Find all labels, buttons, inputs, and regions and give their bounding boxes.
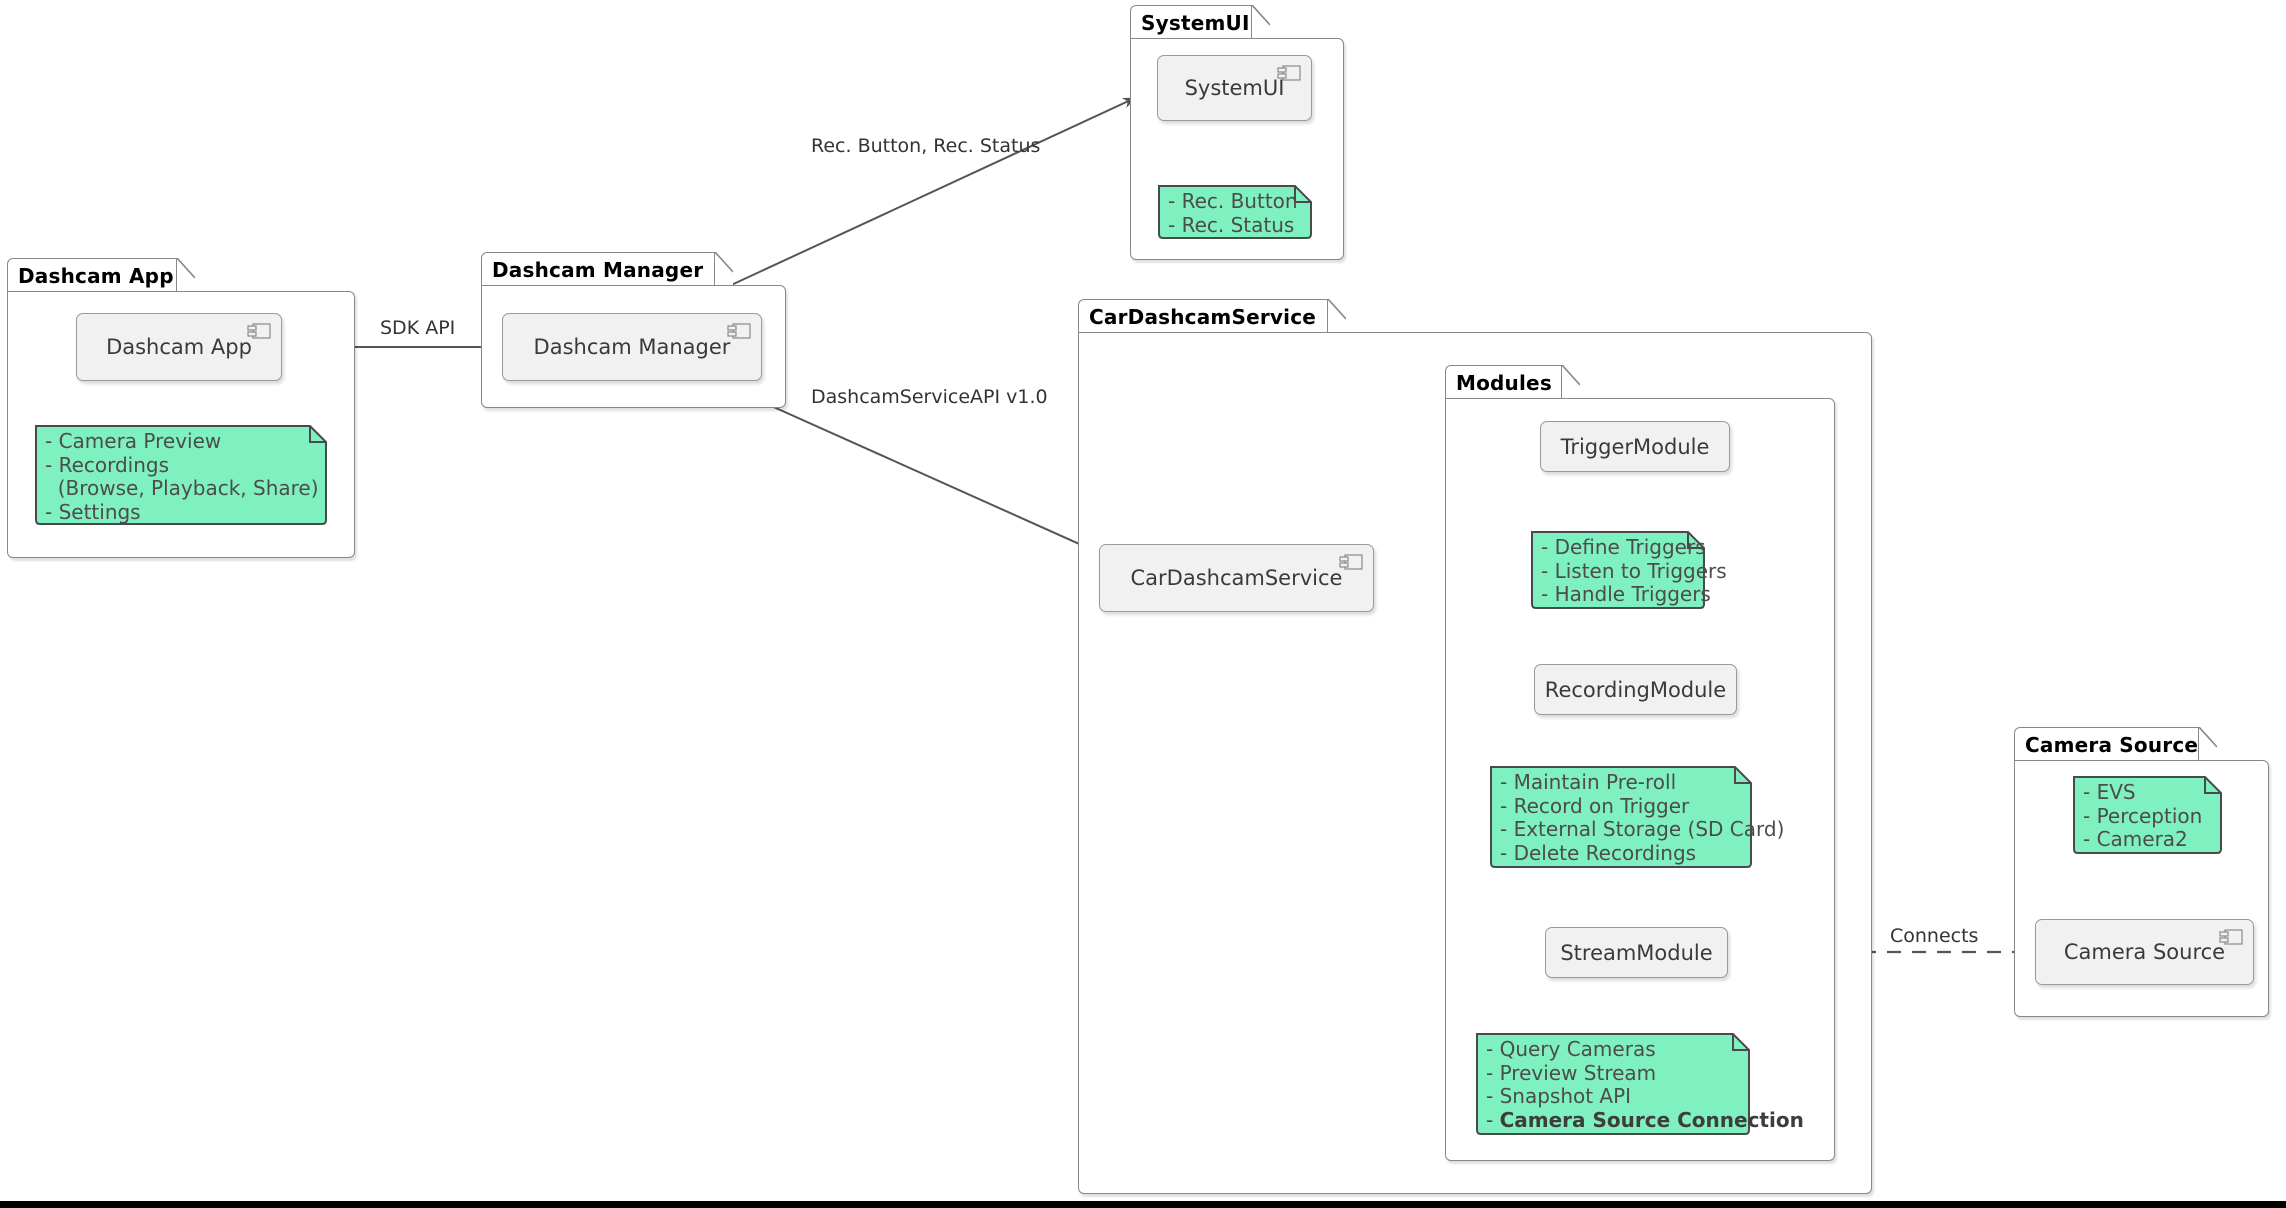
uml-component-icon <box>2219 929 2243 945</box>
note-text-camera-source: - EVS- Perception- Camera2 <box>2083 780 2203 851</box>
note-shape-recording-module <box>1490 766 1752 868</box>
component-car-dashcam-service[interactable]: CarDashcamService <box>1099 544 1374 612</box>
edge-label-stream-to-camera: Connects <box>1890 925 1979 947</box>
note-recording-module: - Maintain Pre-roll- Record on Trigger- … <box>1487 763 1784 871</box>
package-tab-corner-car-dashcam-service <box>1328 299 1346 333</box>
bottom-bar <box>0 1201 2286 1208</box>
package-tab-corner-dashcam-manager <box>715 252 733 286</box>
package-tab-dashcam-app: Dashcam App <box>7 258 177 292</box>
note-system-ui: - Rec. Button- Rec. Status <box>1155 182 1315 242</box>
note-camera-source: - EVS- Perception- Camera2 <box>2070 773 2225 857</box>
uml-component-icon <box>1277 65 1301 81</box>
note-text-trigger-module: - Define Triggers- Listen to Triggers- H… <box>1541 535 1727 606</box>
package-tab-dashcam-manager: Dashcam Manager <box>481 252 715 286</box>
edge-label-dashcam-service-api: DashcamServiceAPI v1.0 <box>811 386 1048 408</box>
component-recording-module[interactable]: RecordingModule <box>1534 664 1737 715</box>
package-tab-corner-system-ui <box>1252 5 1270 39</box>
uml-component-icon <box>727 323 751 339</box>
note-text-dashcam-app: - Camera Preview- Recordings (Browse, Pl… <box>45 429 319 524</box>
package-label-camera-source: Camera Source <box>2025 732 2199 757</box>
note-dashcam-app: - Camera Preview- Recordings (Browse, Pl… <box>32 422 330 528</box>
package-label-dashcam-app: Dashcam App <box>18 263 174 288</box>
note-text-recording-module: - Maintain Pre-roll- Record on Trigger- … <box>1500 770 1785 865</box>
note-shape-stream-module <box>1476 1033 1750 1135</box>
edge-label-sdk-api: SDK API <box>380 317 456 339</box>
note-shape-system-ui <box>1158 185 1312 239</box>
note-shape-camera-source <box>2073 776 2222 854</box>
component-dashcam-manager[interactable]: Dashcam Manager <box>502 313 762 381</box>
uml-component-icon <box>1339 554 1363 570</box>
component-camera-source[interactable]: Camera Source <box>2035 919 2254 985</box>
component-dashcam-app[interactable]: Dashcam App <box>76 313 282 381</box>
package-tab-corner-dashcam-app <box>177 258 195 292</box>
component-trigger-module[interactable]: TriggerModule <box>1540 421 1730 472</box>
note-text-stream-module: - Query Cameras- Preview Stream- Snapsho… <box>1486 1037 1804 1132</box>
package-label-system-ui: SystemUI <box>1141 10 1250 35</box>
package-label-car-dashcam-service: CarDashcamService <box>1089 304 1317 329</box>
component-label-camera-source: Camera Source <box>2063 940 2226 964</box>
package-tab-modules: Modules <box>1445 365 1562 399</box>
component-label-system-ui: SystemUI <box>1184 76 1285 100</box>
component-label-trigger-module: TriggerModule <box>1560 434 1710 459</box>
uml-component-icon <box>247 323 271 339</box>
note-stream-module-body: - Query Cameras- Preview Stream- Snapsho… <box>1473 1030 1804 1138</box>
component-label-car-dashcam-service: CarDashcamService <box>1130 566 1343 590</box>
package-tab-camera-source: Camera Source <box>2014 727 2199 761</box>
note-text-system-ui: - Rec. Button- Rec. Status <box>1168 189 1298 237</box>
package-label-dashcam-manager: Dashcam Manager <box>492 257 704 282</box>
package-tab-car-dashcam-service: CarDashcamService <box>1078 299 1328 333</box>
edge-label-rec-button-status: Rec. Button, Rec. Status <box>811 135 1041 157</box>
package-tab-corner-camera-source <box>2199 727 2217 761</box>
component-label-recording-module: RecordingModule <box>1544 677 1727 702</box>
component-system-ui[interactable]: SystemUI <box>1157 55 1312 121</box>
note-shape-dashcam-app <box>35 425 327 525</box>
component-label-dashcam-app: Dashcam App <box>106 335 252 359</box>
note-shape-trigger-module <box>1531 531 1705 609</box>
component-stream-module[interactable]: StreamModule <box>1545 927 1728 978</box>
component-label-stream-module: StreamModule <box>1560 940 1713 965</box>
package-tab-corner-modules <box>1562 365 1580 399</box>
package-tab-system-ui: SystemUI <box>1130 5 1252 39</box>
package-label-modules: Modules <box>1456 370 1552 395</box>
component-label-dashcam-manager: Dashcam Manager <box>533 335 731 359</box>
note-trigger-module: - Define Triggers- Listen to Triggers- H… <box>1528 528 1727 612</box>
